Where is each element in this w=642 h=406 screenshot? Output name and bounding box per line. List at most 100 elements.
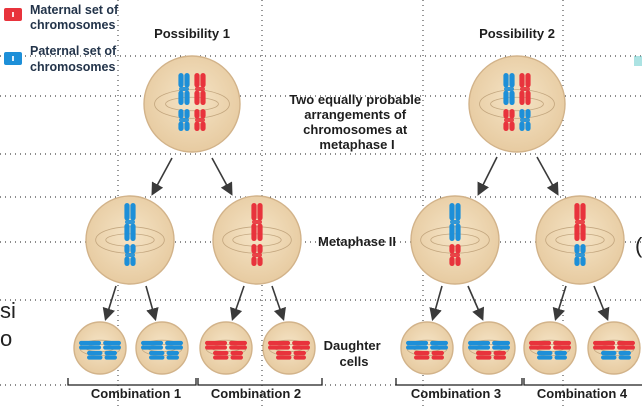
chromatid	[574, 244, 580, 254]
chromosome-arm	[537, 355, 553, 360]
daughter-cell-3b	[462, 321, 516, 375]
centromere	[252, 253, 262, 257]
chromosome-arm	[293, 350, 306, 356]
chromatid	[251, 256, 257, 266]
chromatid	[525, 121, 531, 131]
chromosome-arm	[529, 345, 552, 350]
chromatid	[200, 73, 206, 88]
centromere	[450, 220, 460, 224]
chromosome-arm	[492, 345, 510, 350]
metaphase-1-caption: Two equally probable arrangements of chr…	[289, 92, 425, 152]
daughter-cells-caption: Daughter cells	[324, 338, 385, 369]
chromosome-arm	[104, 350, 117, 356]
chromosome-arm	[165, 340, 183, 346]
chromosome-arm	[431, 355, 444, 360]
combination-1-brace	[67, 378, 197, 386]
chromatid	[124, 203, 130, 221]
daughter-cell-4a	[523, 321, 577, 375]
chromatid	[509, 109, 515, 119]
cells-layer	[73, 55, 641, 375]
chromosome-arm	[79, 345, 102, 350]
chromosome-arm	[554, 350, 567, 356]
chromatid	[200, 109, 206, 119]
chromosome-arm	[104, 355, 117, 360]
chromatid	[194, 109, 200, 119]
centromere	[195, 118, 205, 122]
chromosome-arm	[166, 350, 179, 356]
chromatid	[251, 203, 257, 221]
chromosome-arm	[268, 340, 291, 346]
spindle	[430, 233, 480, 247]
cell-membrane	[212, 195, 302, 285]
cell-membrane	[143, 55, 241, 153]
centromere	[125, 253, 135, 257]
chromatid	[257, 244, 263, 254]
daughter-cell-2b	[262, 321, 316, 375]
chromosome-arm	[293, 355, 306, 360]
chromosome-arm	[141, 340, 164, 346]
daughter-cell-1b	[135, 321, 189, 375]
chromosome-arm	[593, 345, 616, 350]
chromosome-arm	[414, 350, 430, 356]
chromatid	[503, 90, 509, 105]
chromatid	[519, 73, 525, 88]
metaphase-2-cell-3	[410, 195, 500, 285]
centromere	[179, 118, 189, 122]
chromosome-arm	[553, 345, 571, 350]
chromatid	[580, 223, 586, 241]
chromatid	[184, 121, 190, 131]
daughter-cell-1a	[73, 321, 127, 375]
spindle	[232, 233, 282, 247]
chromatid	[503, 109, 509, 119]
chromosome-arm	[468, 340, 491, 346]
cell-membrane	[468, 55, 566, 153]
chromosome-arm	[617, 340, 635, 346]
chromosome-arm	[406, 340, 429, 346]
chromatid	[449, 203, 455, 221]
combination-2-label: Combination 2	[211, 386, 301, 401]
chromosome-arm	[601, 350, 617, 356]
chromatid	[525, 90, 531, 105]
chromosome-arm	[205, 340, 228, 346]
chromatid	[257, 203, 263, 221]
combination-3-brace	[395, 378, 523, 386]
chromatid	[580, 244, 586, 254]
chromatid	[574, 256, 580, 266]
chromatid	[124, 223, 130, 241]
chromosome-arm	[230, 350, 243, 356]
daughter-cell-3a	[400, 321, 454, 375]
chromatid	[130, 203, 136, 221]
chromatid	[124, 256, 130, 266]
centromere	[450, 253, 460, 257]
chromosome-arm	[468, 345, 491, 350]
possibility-1-title: Possibility 1	[154, 26, 230, 41]
chromosome-arm	[554, 355, 567, 360]
centromere	[520, 87, 530, 91]
chromatid	[574, 223, 580, 241]
chromosome-arm	[268, 345, 291, 350]
centromere	[575, 253, 585, 257]
chromosome-arm	[276, 350, 292, 356]
metaphase-1-cell-possibility-1	[143, 55, 241, 153]
chromosome-arm	[430, 345, 448, 350]
side-text-right: (	[635, 233, 642, 258]
chromosome-arm	[229, 345, 247, 350]
centromere	[575, 220, 585, 224]
metaphase-2-cell-2	[212, 195, 302, 285]
cell-membrane	[535, 195, 625, 285]
centromere	[179, 87, 189, 91]
chromosome-arm	[87, 355, 103, 360]
chromatid	[184, 90, 190, 105]
chromosome-arm	[87, 350, 103, 356]
metaphase-2-cell-1	[85, 195, 175, 285]
chromatid	[184, 109, 190, 119]
chromatid	[509, 73, 515, 88]
chromatid	[455, 203, 461, 221]
chromatid	[184, 73, 190, 88]
spindle	[105, 233, 155, 247]
daughter-cell-4b	[587, 321, 641, 375]
metaphase-1-cell-possibility-2	[468, 55, 566, 153]
chromatid	[130, 256, 136, 266]
spindle	[479, 89, 555, 119]
chromatid	[130, 223, 136, 241]
